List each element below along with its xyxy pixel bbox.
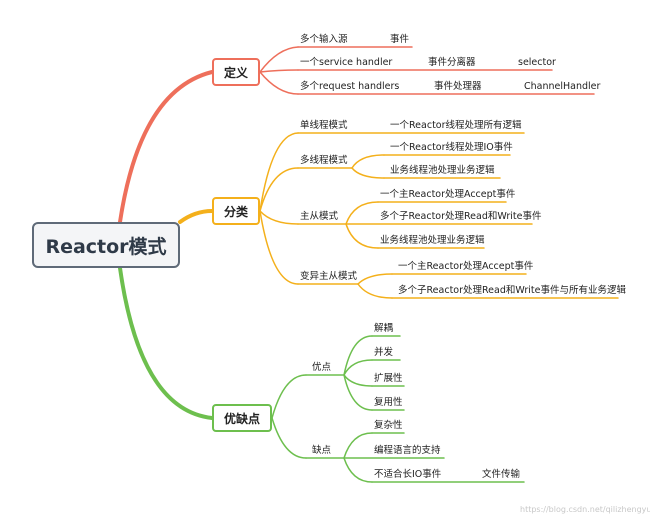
definition-channelhandler[interactable]: ChannelHandler xyxy=(524,81,601,92)
branch-definition[interactable]: 定义 xyxy=(212,58,260,86)
definition-request-handlers[interactable]: 多个request handlers xyxy=(300,81,400,92)
classification-single-label[interactable]: 单线程模式 xyxy=(300,120,348,131)
definition-selector[interactable]: selector xyxy=(518,57,556,68)
definition-connectors xyxy=(259,46,595,95)
watermark-text: https://blog.csdn.net/qilizhengyuan xyxy=(520,505,650,514)
pros-label[interactable]: 优点 xyxy=(312,362,332,373)
classification-variant-item[interactable]: 一个主Reactor处理Accept事件 xyxy=(398,261,534,272)
cons-label[interactable]: 缺点 xyxy=(312,445,332,456)
branch-proscons[interactable]: 优缺点 xyxy=(212,404,272,432)
pros-item[interactable]: 扩展性 xyxy=(374,373,403,384)
cons-item[interactable]: 不适合长IO事件 xyxy=(374,469,442,480)
classification-master-item[interactable]: 多个子Reactor处理Read和Write事件 xyxy=(380,211,542,222)
definition-service-handler[interactable]: 一个service handler xyxy=(300,57,393,68)
cons-extra[interactable]: 文件传输 xyxy=(482,469,521,480)
classification-variant-item[interactable]: 多个子Reactor处理Read和Write事件与所有业务逻辑 xyxy=(398,285,626,296)
classification-connectors xyxy=(259,132,619,299)
proscons-connectors xyxy=(271,335,525,483)
classification-multi-label[interactable]: 多线程模式 xyxy=(300,155,348,166)
connector-root-proscons xyxy=(118,266,214,420)
cons-item[interactable]: 编程语言的支持 xyxy=(374,445,441,456)
classification-single-desc[interactable]: 一个Reactor线程处理所有逻辑 xyxy=(390,120,522,131)
classification-multi-item[interactable]: 一个Reactor线程处理IO事件 xyxy=(390,142,513,153)
definition-event-handler[interactable]: 事件处理器 xyxy=(434,81,482,92)
classification-variant-label[interactable]: 变异主从模式 xyxy=(300,271,358,282)
connector-root-classification xyxy=(178,209,214,224)
classification-master-item[interactable]: 业务线程池处理业务逻辑 xyxy=(380,235,485,246)
classification-multi-item[interactable]: 业务线程池处理业务逻辑 xyxy=(390,165,495,176)
classification-master-item[interactable]: 一个主Reactor处理Accept事件 xyxy=(380,189,516,200)
pros-item[interactable]: 解耦 xyxy=(374,323,394,334)
connector-root-definition xyxy=(118,70,214,224)
root-node[interactable]: Reactor模式 xyxy=(32,222,180,268)
branch-classification[interactable]: 分类 xyxy=(212,197,260,225)
pros-item[interactable]: 复用性 xyxy=(374,397,403,408)
cons-item[interactable]: 复杂性 xyxy=(374,420,403,431)
definition-event[interactable]: 事件 xyxy=(390,34,410,45)
definition-demultiplexer[interactable]: 事件分离器 xyxy=(428,57,476,68)
definition-input-sources[interactable]: 多个输入源 xyxy=(300,34,348,45)
pros-item[interactable]: 并发 xyxy=(374,347,394,358)
classification-master-label[interactable]: 主从模式 xyxy=(300,211,339,222)
